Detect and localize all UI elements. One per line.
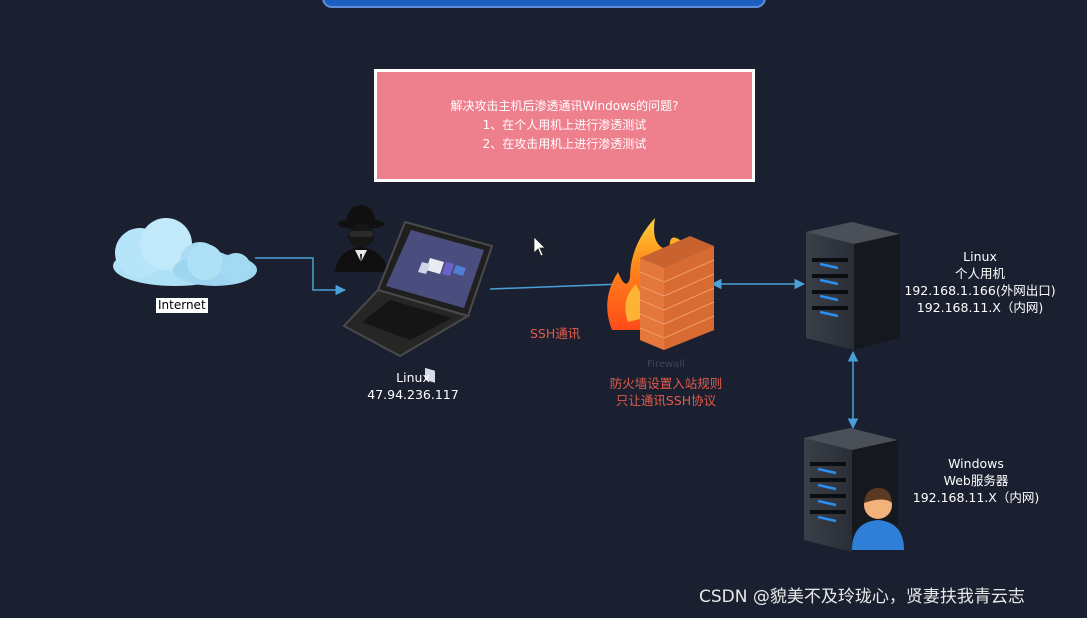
linux-server-ip-external: 192.168.1.166(外网出口): [904, 283, 1056, 298]
linux-server-ip-internal: 192.168.11.X（内网): [916, 300, 1044, 315]
linux-server-icon: [806, 222, 900, 350]
windows-server-os: Windows: [948, 456, 1004, 471]
question-title: 解决攻击主机后渗透通讯Windows的问题?: [450, 99, 679, 113]
internet-label: Internet: [156, 298, 208, 313]
question-box: 解决攻击主机后渗透通讯Windows的问题? 1、在个人用机上进行渗透测试 2、…: [374, 69, 755, 182]
brick-wall: [639, 236, 715, 350]
windows-server-role: Web服务器: [943, 473, 1009, 488]
question-item-2: 2、在攻击用机上进行渗透测试: [482, 137, 647, 151]
user-icon: [852, 488, 904, 550]
firewall-label: 防火墙设置入站规则 只让通讯SSH协议: [566, 375, 766, 409]
mouse-cursor-icon: [533, 236, 546, 257]
firewall-rule-1: 防火墙设置入站规则: [609, 376, 723, 391]
watermark: CSDN @貌美不及玲珑心，贤妻扶我青云志: [699, 587, 1025, 607]
attacker-label: Linux 47.94.236.117: [338, 369, 488, 403]
linux-server-role: 个人用机: [954, 266, 1005, 281]
cloud-icon: [113, 218, 257, 286]
question-item-1: 1、在个人用机上进行渗透测试: [482, 118, 647, 132]
hacker-icon: [335, 205, 388, 272]
attacker-os: Linux: [396, 370, 430, 385]
attacker-firewall-link: [489, 283, 623, 290]
laptop-icon: [342, 220, 494, 383]
linux-server-os: Linux: [963, 249, 997, 264]
attacker-ip: 47.94.236.117: [367, 387, 459, 402]
windows-server-label: Windows Web服务器 192.168.11.X（内网): [876, 455, 1076, 506]
firewall-rule-2: 只让通讯SSH协议: [615, 393, 717, 408]
windows-server-ip-internal: 192.168.11.X（内网): [912, 490, 1040, 505]
internet-link: [255, 257, 347, 296]
linux-server-label: Linux 个人用机 192.168.1.166(外网出口) 192.168.1…: [880, 248, 1080, 316]
firewall-icon: [607, 218, 715, 350]
firewall-faint-label: Firewall: [647, 359, 685, 370]
ssh-link-label: SSH通讯: [530, 326, 581, 341]
